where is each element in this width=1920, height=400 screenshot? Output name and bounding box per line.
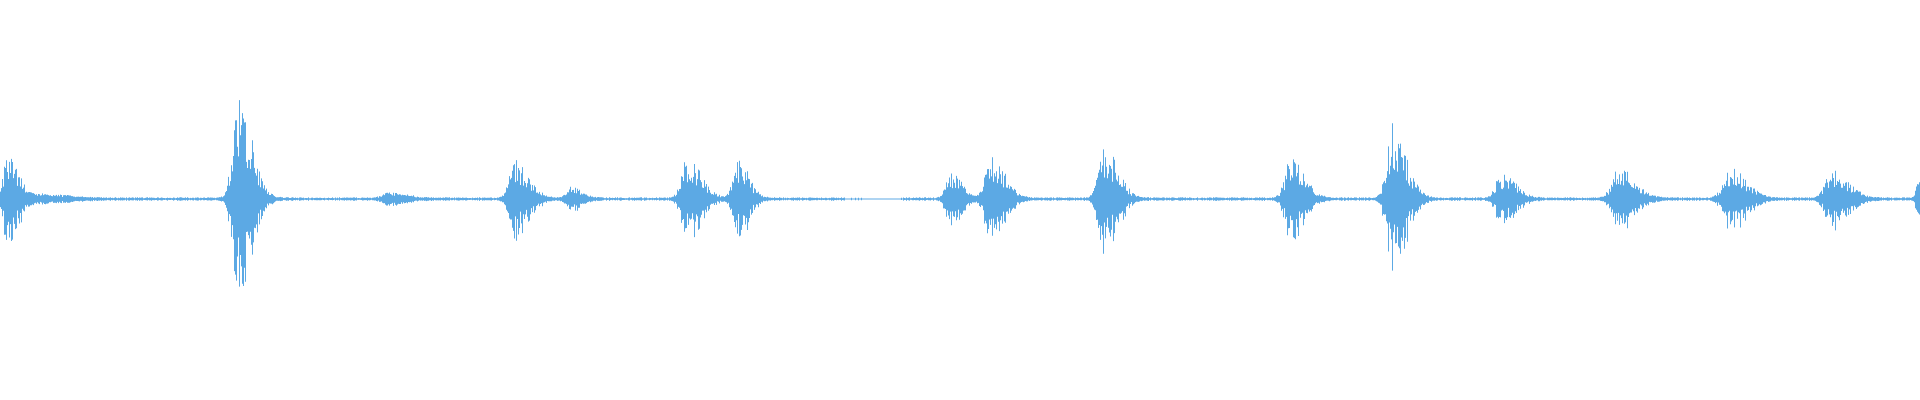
waveform-trace bbox=[0, 100, 1920, 287]
